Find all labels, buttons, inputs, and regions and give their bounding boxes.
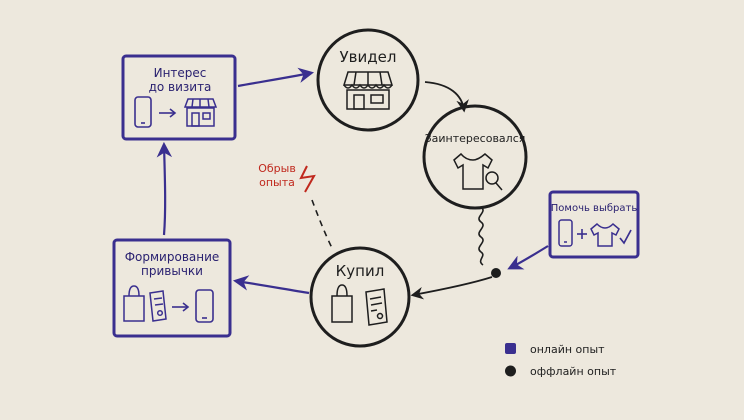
checkmark-icon [619, 229, 632, 245]
experience-break: Обрыв опыта [258, 162, 316, 193]
arrow-interest-to-seen [237, 67, 315, 88]
shopping-bag-icon [123, 285, 145, 322]
shopping-bag-icon [331, 284, 353, 323]
squiggle-line [478, 206, 484, 266]
arrow-habit-to-interest [156, 141, 173, 236]
tshirt-search-icon [453, 152, 503, 191]
legend-online-label: онлайн опыт [530, 343, 605, 356]
card-habit-title-line1: Формирование [125, 250, 220, 264]
card-help-choose: Помочь выбрать [548, 190, 640, 259]
arrow-help-to-junction [507, 245, 549, 270]
phone-icon [195, 289, 214, 323]
node-bought-label: Купил [336, 262, 385, 280]
legend: онлайн опыт оффлайн опыт [505, 343, 617, 378]
node-seen: Увидел [316, 28, 420, 132]
arrow-bought-to-habit [232, 275, 310, 295]
break-label-line1: Обрыв [258, 162, 296, 175]
node-seen-label: Увидел [340, 48, 397, 66]
lightning-icon [299, 165, 316, 193]
legend-offline-label: оффлайн опыт [530, 365, 617, 378]
phone-icon [558, 219, 573, 247]
card-interest-before-visit: Интерес до визита [121, 54, 237, 141]
receipt-icon [365, 288, 388, 326]
dashed-break-line [311, 199, 334, 251]
card-interest-title-line1: Интерес [154, 66, 207, 80]
node-interested: Заинтересовался [422, 104, 528, 210]
junction-dot [491, 268, 501, 278]
phone-icon [134, 96, 152, 128]
tshirt-icon [590, 222, 620, 247]
node-interested-label: Заинтересовался [425, 132, 526, 145]
card-help-title: Помочь выбрать [551, 203, 638, 214]
arrow-junction-to-bought [410, 276, 493, 300]
legend-online-swatch [505, 343, 516, 354]
legend-offline-swatch [505, 365, 516, 377]
card-habit-forming: Формирование привычки [112, 238, 232, 338]
plus-icon [577, 229, 587, 239]
node-bought: Купил [309, 246, 411, 348]
storefront-icon [342, 71, 394, 110]
arrow-right-icon [172, 302, 190, 312]
connectors [156, 67, 549, 300]
arrow-seen-to-interested [424, 81, 469, 113]
break-label-line2: опыта [259, 176, 295, 189]
arrow-right-icon [159, 108, 177, 118]
card-habit-title-line2: привычки [141, 264, 203, 278]
storefront-icon [183, 98, 218, 127]
receipt-icon [149, 290, 167, 322]
card-interest-title-line2: до визита [149, 80, 212, 94]
